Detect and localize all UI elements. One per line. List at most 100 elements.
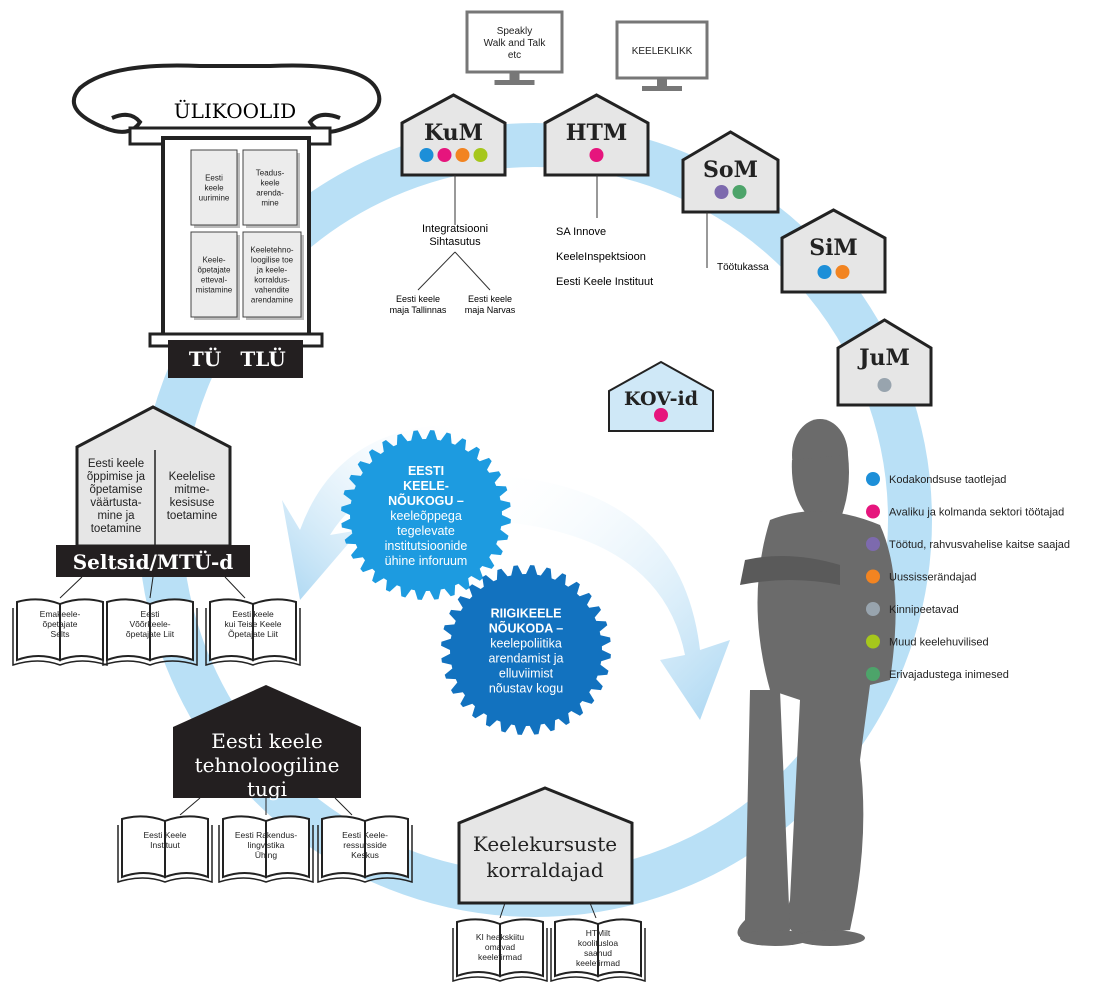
- seltsid-book-text: Selts: [51, 629, 70, 639]
- group-dot: [714, 185, 729, 199]
- seltsid-left-line: Eesti keele: [88, 458, 144, 470]
- legend-item: Muud keelehuvilised: [866, 634, 989, 649]
- legend-label: Kodakondsuse taotlejad: [889, 474, 1006, 486]
- legend-swatch: [866, 504, 880, 519]
- courses-book-text: KI heakskiitu: [476, 932, 524, 942]
- gear-text: keeleõppega: [390, 509, 462, 523]
- legend-item: Avaliku ja kolmanda sektori töötajad: [866, 504, 1064, 519]
- university-book-text: etteval-: [201, 276, 228, 285]
- legend-swatch: [866, 634, 880, 649]
- seltsid-left-line: väärtusta-: [90, 497, 141, 509]
- seltsid-banner: Seltsid/MTÜ-d: [73, 549, 234, 574]
- kum-sub-title-1: Integratsiooni: [422, 223, 488, 235]
- kum-sub-right-2: maja Narvas: [465, 305, 516, 315]
- tech-title-line: tehnoloogiline: [195, 753, 340, 777]
- group-dot: [732, 185, 747, 199]
- legend-swatch: [866, 569, 880, 584]
- ministry-htm: HTM: [543, 93, 650, 177]
- legend-label: Erivajadustega inimesed: [889, 669, 1009, 681]
- kov-dots: [654, 408, 668, 422]
- courses-book-text: omavad: [485, 942, 516, 952]
- ministry-label: SiM: [809, 235, 858, 261]
- kov-house: KOV-id: [608, 360, 714, 432]
- seltsid-book-text: Eesti: [141, 609, 160, 619]
- university-book-text: keele: [204, 184, 224, 193]
- courses-book-text: saanud: [584, 948, 612, 958]
- tech-book-text: Ühing: [255, 850, 277, 860]
- seltsid-right-line: toetamine: [167, 510, 218, 522]
- university-book-text: Keeletehno-: [250, 246, 293, 255]
- university-base-tu: TÜ: [189, 346, 221, 371]
- legend-swatch: [866, 472, 880, 486]
- monitor: KEELEKLIKK: [615, 20, 709, 91]
- seltsid-book-text: Õpetajate Liit: [228, 629, 279, 639]
- seltsid-left-line: õppimise ja: [87, 471, 146, 483]
- tech-book-text: lingvistika: [248, 840, 285, 850]
- gear-text: institutsioonide: [385, 539, 468, 553]
- courses-book-text: koolitusloa: [578, 938, 618, 948]
- legend-label: Kinnipeetavad: [889, 604, 959, 616]
- legend-swatch: [866, 537, 880, 551]
- gear-text: arendamist ja: [488, 652, 563, 666]
- ministry-kum: KuM: [400, 93, 507, 177]
- htm-sub-2: KeeleInspektsioon: [556, 251, 646, 263]
- tech-title-line: tugi: [247, 777, 287, 801]
- seltsid-book-text: õpetajate: [43, 619, 78, 629]
- group-dot: [455, 148, 470, 162]
- gear-text: keelepoliitika: [490, 637, 562, 651]
- group-dot: [835, 265, 850, 279]
- legend-item: Kodakondsuse taotlejad: [866, 472, 1006, 486]
- university-column: ÜLIKOOLID TÜ TLÜ EestikeeleuurimineTeadu…: [71, 63, 382, 378]
- university-book-text: arendamine: [251, 296, 294, 305]
- gear-text: ühine inforuum: [385, 554, 468, 568]
- university-book-text: arenda-: [256, 189, 284, 198]
- tech-book-text: Eesti Keele-: [342, 830, 388, 840]
- seltsid-book-text: Emakeele-: [40, 609, 81, 619]
- university-book-text: Teadus-: [256, 169, 285, 178]
- courses-book-text: HTMilt: [586, 928, 611, 938]
- courses-book-text: keelefirmad: [478, 952, 522, 962]
- ministry-label: KuM: [424, 120, 483, 146]
- gear-text: tegelevate: [397, 524, 455, 538]
- group-dot: [589, 148, 604, 162]
- legend-label: Avaliku ja kolmanda sektori töötajad: [889, 507, 1064, 519]
- legend-swatch: [866, 602, 880, 616]
- seltsid-book-text: kui Teise Keele: [224, 619, 281, 629]
- group-dot: [473, 148, 488, 162]
- seltsid-book-text: õpetajate Liit: [126, 629, 175, 639]
- legend-label: Muud keelehuvilised: [889, 637, 989, 649]
- group-dot: [817, 265, 832, 279]
- seltsid-right-line: mitme-: [174, 484, 209, 496]
- som-sub: Töötukassa: [717, 262, 769, 273]
- htm-subtree: SA Innove KeeleInspektsioon Eesti Keele …: [556, 175, 653, 288]
- legend-item: Töötud, rahvusvahelise kaitse saajad: [866, 537, 1070, 551]
- university-book-text: uurimine: [199, 194, 230, 203]
- university-base-tlu: TLÜ: [240, 346, 285, 371]
- seltsid-right-line: kesisuse: [170, 497, 215, 509]
- university-book-text: mine: [261, 199, 279, 208]
- university-book-text: Eesti: [205, 174, 223, 183]
- ministry-jum: JuM: [836, 318, 933, 407]
- tech-book-text: Instituut: [150, 840, 180, 850]
- university-book-text: Keele-: [202, 256, 225, 265]
- legend-label: Uussisserändajad: [889, 572, 976, 584]
- gear-heading: EESTI: [408, 464, 444, 478]
- kum-subtree: Integratsiooni Sihtasutus Eesti keele ma…: [390, 175, 516, 315]
- tech-book-text: Eesti Keele: [144, 830, 187, 840]
- group-dot: [437, 148, 452, 162]
